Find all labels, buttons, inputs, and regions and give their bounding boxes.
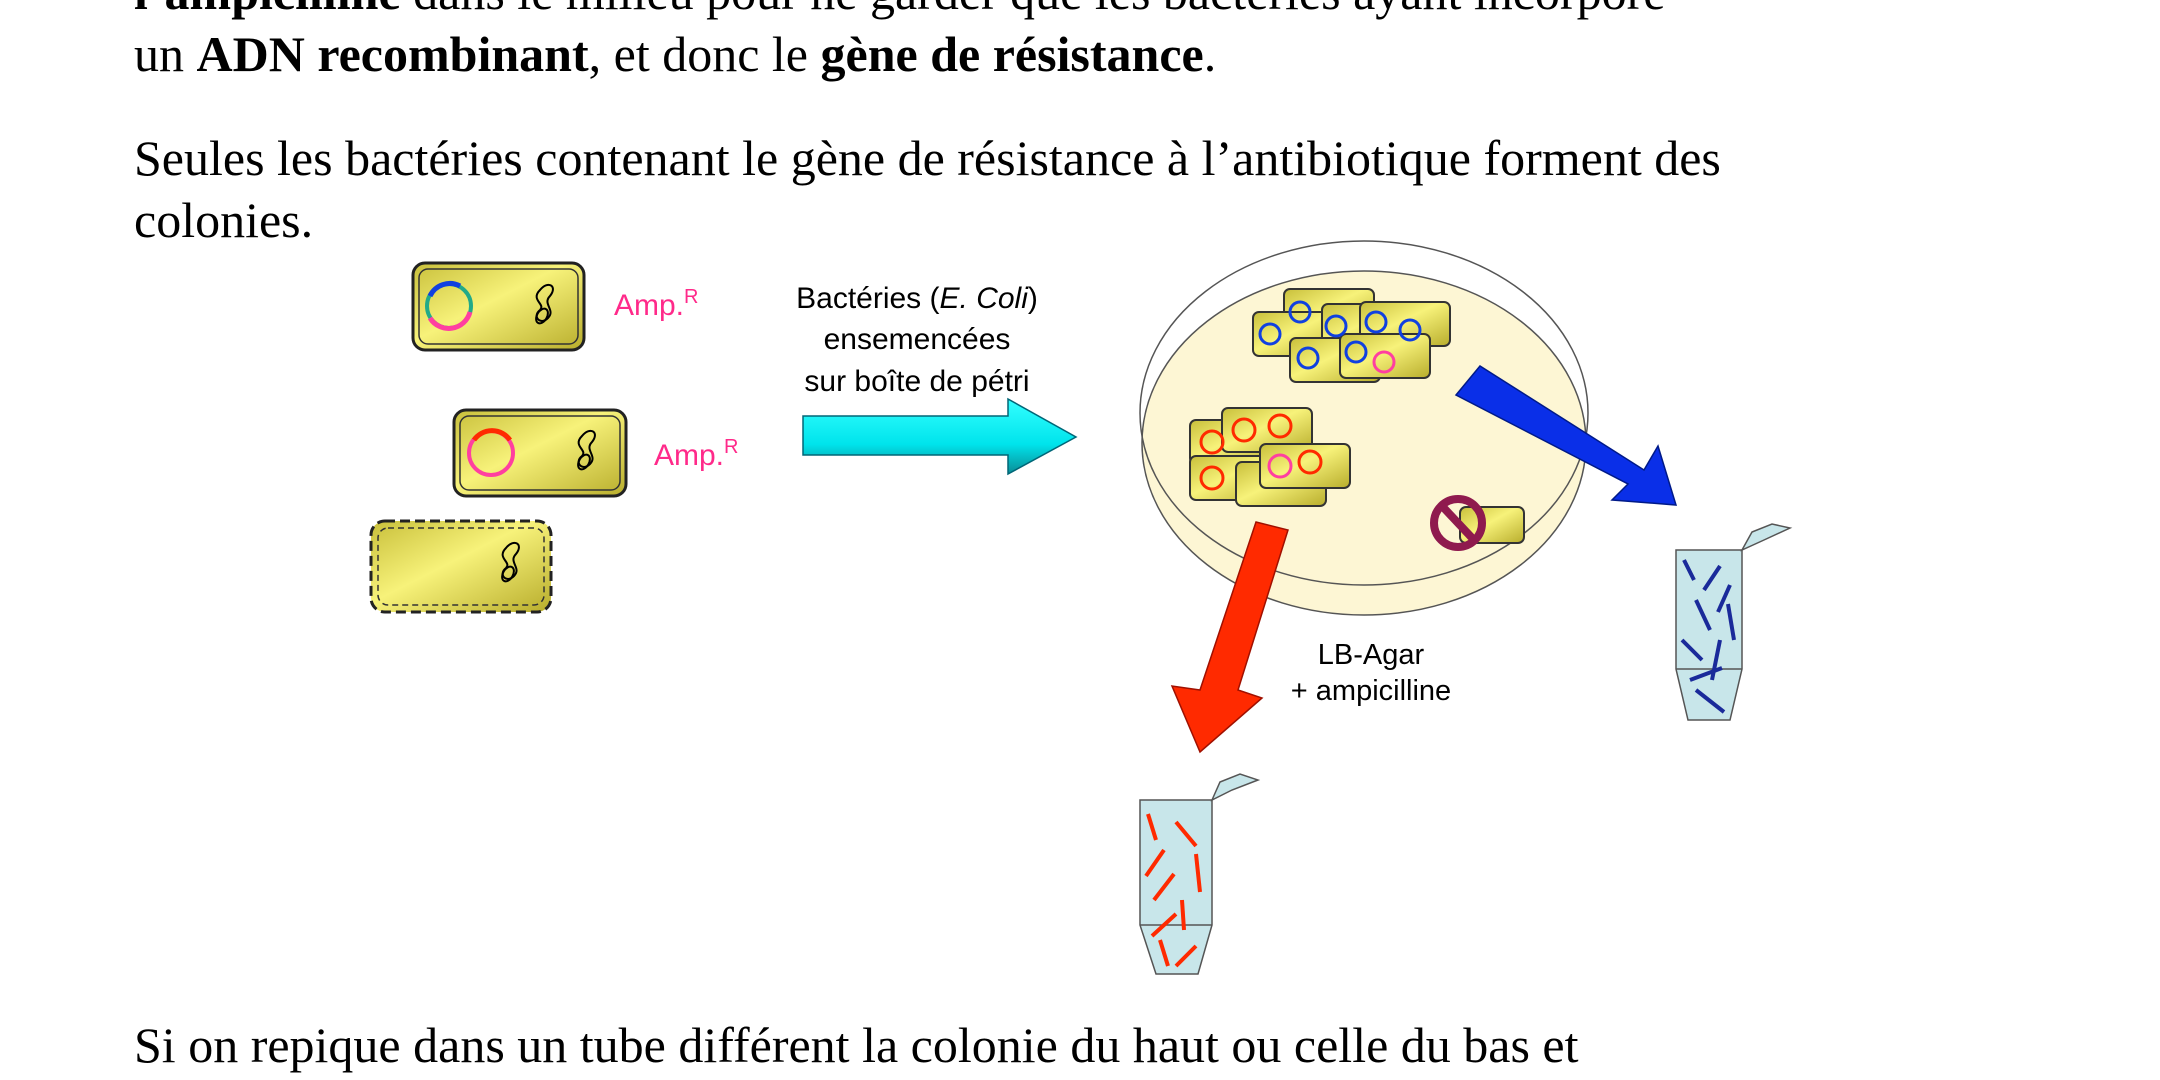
text-span: dans le milieu pour ne garder que les ba… (401, 0, 1665, 20)
svg-text:Bactéries (E. Coli): Bactéries (E. Coli) (796, 282, 1038, 315)
svg-text:sur boîte de pétri: sur boîte de pétri (804, 365, 1029, 398)
svg-text:LB-Agar: LB-Agar (1318, 639, 1425, 671)
bacterium-plasmid-1 (411, 261, 586, 352)
colony-blue-plasmid (1252, 288, 1451, 383)
non-resistant-cell (1430, 495, 1525, 551)
text-line: Seules les bactéries contenant le gène d… (134, 130, 1721, 186)
text-line: Si on repique dans un tube différent la … (134, 1017, 1579, 1073)
amp-resistance-label: Amp.R (614, 286, 698, 322)
amp-resistance-label: Amp.R (654, 436, 738, 472)
plate-label: LB-Agar + ampicilline (1291, 639, 1451, 707)
text-line: colonies. (134, 192, 314, 248)
prohibited-icon (1430, 495, 1486, 551)
colony-red-plasmid (1189, 407, 1351, 507)
bacterium-no-plasmid (369, 519, 553, 614)
text-line: un ADN recombinant, et donc le gène de r… (134, 24, 1216, 84)
svg-text:ensemencées: ensemencées (824, 323, 1011, 356)
svg-text:+ ampicilline: + ampicilline (1291, 675, 1451, 707)
red-arrow (1170, 521, 1289, 754)
text-span: , et donc le (588, 26, 821, 82)
bold-term: ADN recombinant (196, 26, 589, 82)
blue-arrow (1454, 365, 1678, 506)
tube-red-culture (1139, 773, 1261, 975)
seeding-caption: Bactéries (E. Coli) ensemencées sur boît… (796, 282, 1038, 398)
text-span: . (1203, 26, 1217, 82)
bacterium-plasmid-2 (452, 408, 628, 498)
text-span: un (134, 26, 197, 82)
text-line: l’ampicilline dans le milieu pour ne gar… (134, 0, 1665, 22)
seeding-arrow (802, 397, 1078, 476)
bold-term: l’ampicilline (134, 0, 401, 20)
bold-term: gène de résistance (820, 26, 1204, 82)
tube-blue-culture (1675, 523, 1793, 721)
